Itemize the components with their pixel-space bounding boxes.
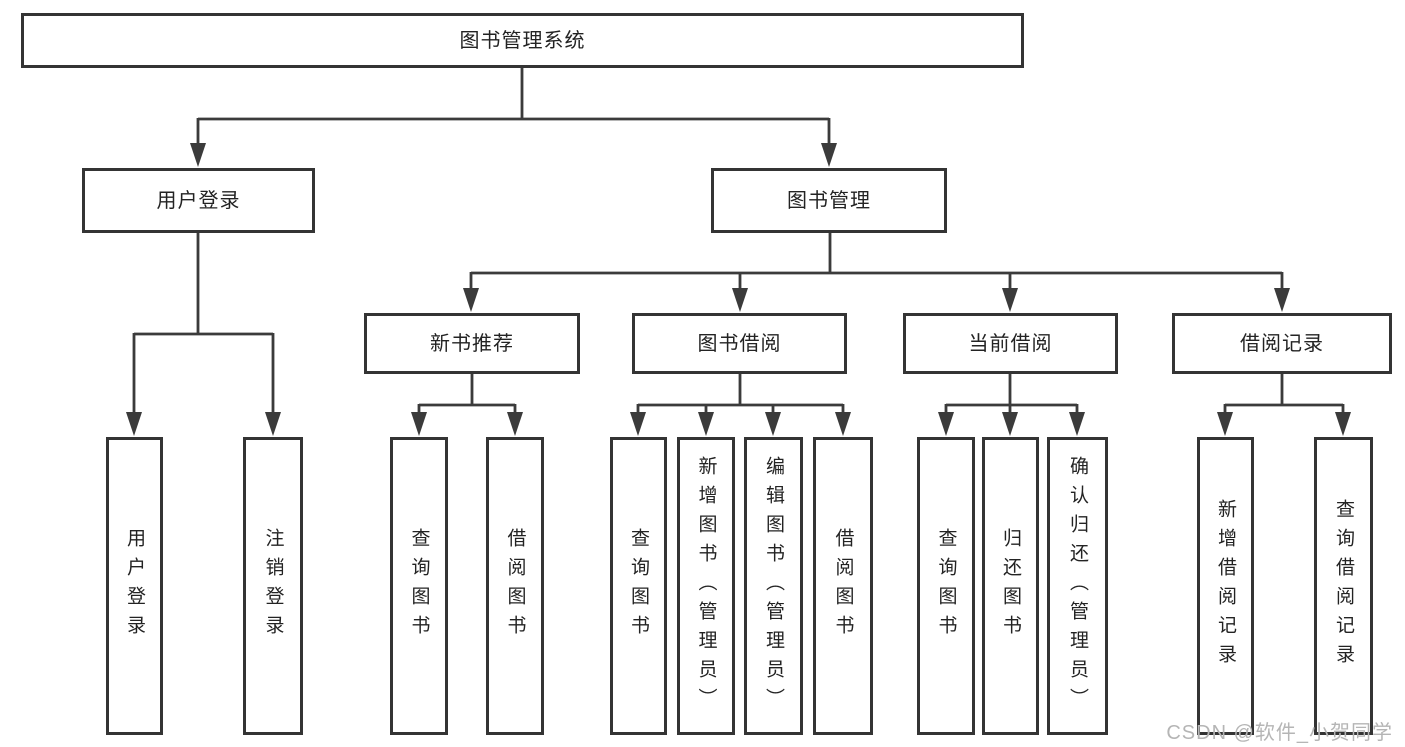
node-book-management: 图书管理: [711, 168, 947, 233]
leaf-query-books-current: 查询图书: [917, 437, 975, 735]
arrowheads: [126, 143, 1351, 436]
leaf-logout-login-label: 注销登录: [262, 528, 284, 644]
leaf-user-login: 用户登录: [106, 437, 163, 735]
node-book-management-label: 图书管理: [787, 189, 871, 212]
leaf-query-books-borrow: 查询图书: [610, 437, 667, 735]
leaf-logout-login: 注销登录: [243, 437, 303, 735]
leaf-edit-book-admin: 编辑图书（管理员）: [744, 437, 803, 735]
leaf-borrow-books-newbook: 借阅图书: [486, 437, 544, 735]
connector-root: [196, 68, 831, 145]
connector-book-management: [469, 233, 1284, 290]
node-user-login: 用户登录: [82, 168, 315, 233]
node-new-book-recommend: 新书推荐: [364, 313, 580, 374]
leaf-borrow-books-borrow: 借阅图书: [813, 437, 873, 735]
connector-borrow-records: [1223, 374, 1345, 414]
leaf-query-borrow-record-label: 查询借阅记录: [1333, 499, 1354, 673]
leaf-query-books-newbook-label: 查询图书: [408, 528, 430, 644]
connector-current-borrow: [944, 374, 1079, 414]
node-user-login-label: 用户登录: [156, 189, 241, 212]
leaf-add-borrow-record: 新增借阅记录: [1197, 437, 1254, 735]
leaf-return-book: 归还图书: [982, 437, 1039, 735]
leaf-confirm-return-admin: 确认归还（管理员）: [1047, 437, 1108, 735]
leaf-confirm-return-admin-label: 确认归还（管理员）: [1067, 455, 1088, 717]
leaf-borrow-books-newbook-label: 借阅图书: [504, 528, 526, 644]
leaf-query-books-current-label: 查询图书: [935, 528, 957, 644]
node-current-borrow: 当前借阅: [903, 313, 1118, 374]
leaf-user-login-label: 用户登录: [124, 528, 145, 644]
leaf-borrow-books-borrow-label: 借阅图书: [832, 528, 854, 644]
node-borrow-records-label: 借阅记录: [1240, 332, 1324, 355]
node-new-book-recommend-label: 新书推荐: [430, 332, 514, 355]
connector-book-borrow: [636, 374, 845, 414]
leaf-return-book-label: 归还图书: [1000, 528, 1021, 644]
leaf-query-books-newbook: 查询图书: [390, 437, 448, 735]
connector-new-book: [417, 374, 517, 414]
node-borrow-records: 借阅记录: [1172, 313, 1392, 374]
node-root-label: 图书管理系统: [459, 29, 586, 52]
node-current-borrow-label: 当前借阅: [968, 332, 1053, 355]
leaf-add-book-admin-label: 新增图书（管理员）: [695, 455, 717, 717]
node-book-borrow: 图书借阅: [632, 313, 847, 374]
leaf-add-borrow-record-label: 新增借阅记录: [1215, 499, 1236, 673]
leaf-edit-book-admin-label: 编辑图书（管理员）: [763, 455, 784, 717]
node-root: 图书管理系统: [21, 13, 1024, 68]
leaf-query-borrow-record: 查询借阅记录: [1314, 437, 1373, 735]
leaf-query-books-borrow-label: 查询图书: [628, 528, 649, 644]
node-book-borrow-label: 图书借阅: [697, 332, 782, 355]
leaf-add-book-admin: 新增图书（管理员）: [677, 437, 735, 735]
connector-user-login: [132, 233, 275, 414]
